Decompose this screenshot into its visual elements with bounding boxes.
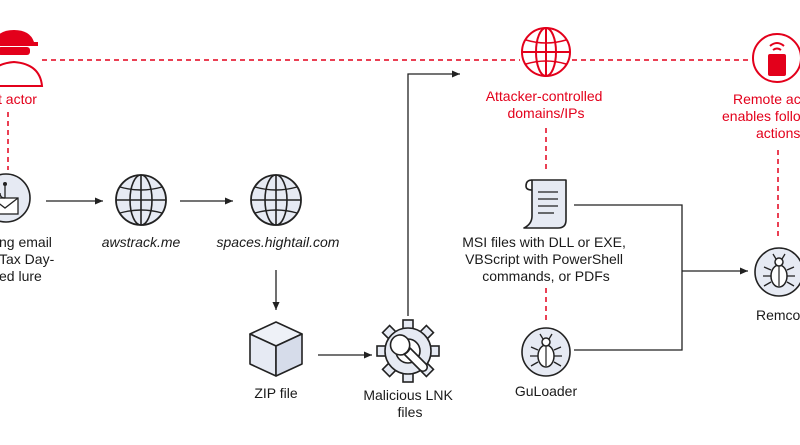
guloader-label: GuLoader	[515, 383, 578, 399]
bug-icon-guloader	[521, 327, 571, 377]
awstrack-label: awstrack.me	[102, 234, 181, 250]
connectors	[7, 59, 779, 359]
threat-actor-label: t actor	[0, 91, 37, 107]
globe-red-icon	[521, 27, 571, 77]
lnk-files-label: Malicious LNK files	[363, 387, 456, 420]
attacker-domains-label: Attacker-controlled domains/IPs	[486, 88, 607, 121]
hacker-icon	[0, 30, 44, 87]
globe-icon-hightail	[250, 174, 302, 226]
scroll-icon	[523, 179, 567, 229]
phishing-email-label: ng email Tax Day- ed lure	[0, 234, 58, 284]
arrow-lnk-to-domains	[407, 70, 460, 316]
box-icon	[249, 321, 303, 377]
msi-files-label: MSI files with DLL or EXE, VBScript with…	[462, 234, 630, 284]
connector-guloader-to-junction	[574, 271, 683, 351]
gear-wrench-icon	[376, 319, 440, 383]
remote-access-label: Remote ac enables follo actions	[722, 91, 800, 141]
zip-file-label: ZIP file	[254, 385, 298, 401]
globe-icon-awstrack	[115, 174, 167, 226]
connector-msi-to-junction	[574, 204, 683, 271]
bug-icon-remcos	[754, 247, 800, 297]
remote-device-icon	[752, 33, 800, 83]
hightail-label: spaces.hightail.com	[217, 234, 340, 250]
remcos-label: Remco	[756, 307, 800, 323]
email-lure-icon	[0, 173, 31, 223]
